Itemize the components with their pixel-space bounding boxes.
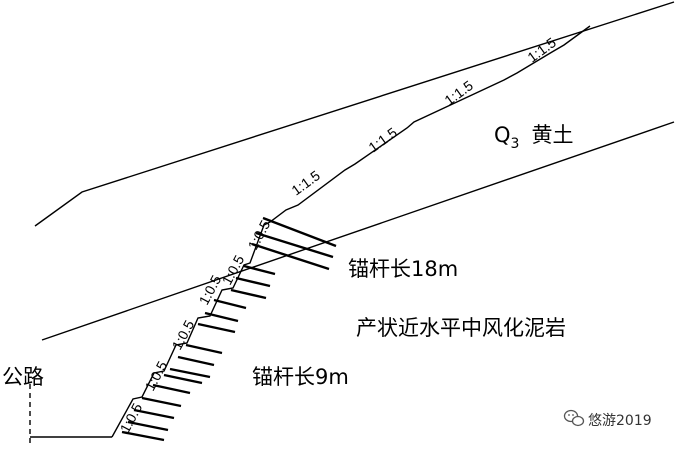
mudstone-label: 产状近水平中风化泥岩 bbox=[356, 316, 566, 340]
anchor-rod bbox=[141, 396, 182, 408]
anchor-group-short bbox=[121, 264, 276, 442]
slope-ratio-label: 1:0.5 bbox=[117, 400, 146, 435]
anchor-rod bbox=[243, 264, 276, 276]
original-ground-line bbox=[34, 1, 675, 227]
anchor-length-label-short: 锚杆长9m bbox=[252, 365, 349, 389]
stratum-boundary-line bbox=[41, 121, 675, 341]
slope-ratio-label: 1:1.5 bbox=[365, 124, 400, 155]
anchor-rod bbox=[262, 216, 337, 248]
anchor-rod bbox=[255, 231, 334, 259]
road-label: 公路 bbox=[2, 365, 44, 389]
slope-ratio-label: 1:1.5 bbox=[288, 167, 323, 198]
anchor-rod bbox=[235, 276, 271, 288]
anchor-rod bbox=[213, 298, 247, 310]
anchor-rod bbox=[163, 373, 203, 385]
cut-slope-profile bbox=[111, 25, 591, 438]
anchor-rod bbox=[204, 311, 239, 323]
anchor-rod bbox=[177, 355, 215, 367]
slope-ratio-label: 1:0.5 bbox=[219, 252, 248, 287]
watermark-text: 悠游2019 bbox=[588, 413, 652, 429]
anchor-rod bbox=[185, 343, 223, 355]
anchor-rod bbox=[230, 288, 267, 300]
watermark: 悠游2019 bbox=[563, 409, 652, 429]
slope-ratio-label: 1:1.5 bbox=[441, 77, 476, 108]
anchor-rod bbox=[152, 383, 191, 395]
anchor-rod bbox=[197, 322, 236, 334]
anchor-group-long bbox=[251, 216, 337, 271]
wechat-icon bbox=[563, 409, 585, 427]
slope-ratio-label: 1:1.5 bbox=[524, 34, 559, 65]
anchor-rod bbox=[133, 408, 175, 420]
anchor-length-label-long: 锚杆长18m bbox=[348, 257, 458, 281]
anchor-rod bbox=[251, 242, 330, 271]
anchor-rod bbox=[127, 420, 169, 432]
anchor-rod bbox=[121, 430, 165, 442]
anchor-rod bbox=[169, 367, 211, 379]
